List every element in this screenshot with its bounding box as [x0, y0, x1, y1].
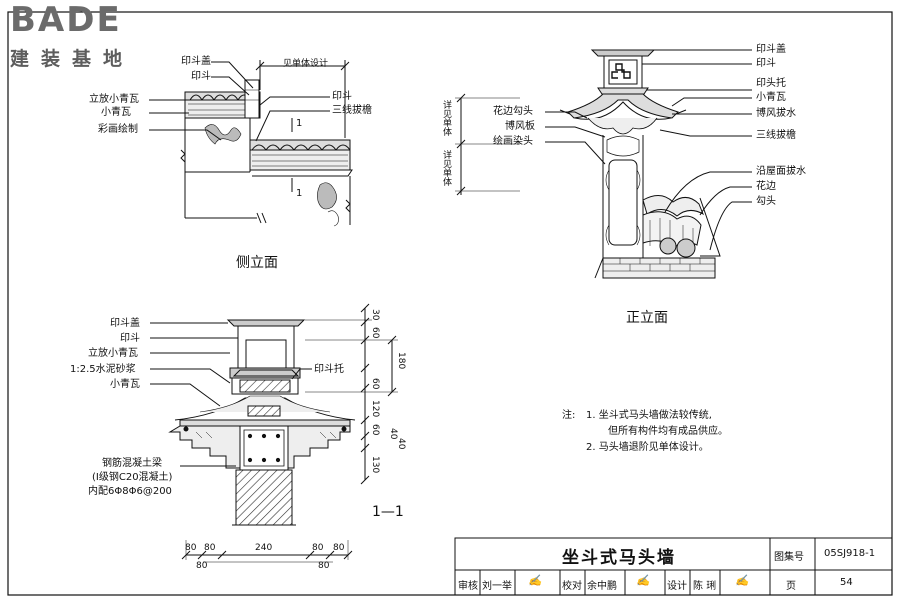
section-label: 立放小青瓦	[88, 348, 138, 359]
section-mark: 1	[296, 188, 303, 199]
section-label: 印斗托	[314, 364, 344, 375]
section-title: 1—1	[372, 504, 404, 520]
side-label: 印斗	[332, 91, 352, 102]
front-elevation-drawing	[455, 49, 752, 279]
front-label: 沿屋面拔水	[756, 166, 806, 177]
page-label: 页	[786, 581, 796, 592]
front-label: 小青瓦	[756, 92, 786, 103]
vertical-dimension: 120	[370, 400, 380, 418]
checker-name: 余中鹏	[587, 581, 617, 592]
section-mark: 1	[296, 118, 303, 129]
section-label: 1:2.5水泥砂浆	[70, 364, 136, 375]
horizontal-dimension: 80	[333, 543, 345, 553]
section-1-1-drawing	[150, 303, 398, 563]
vertical-dimension: 40	[396, 438, 406, 450]
page-number: 54	[840, 577, 853, 588]
side-label: 彩画绘制	[98, 124, 138, 135]
side-label: 小青瓦	[101, 107, 131, 118]
side-label: 三线拔檐	[332, 105, 372, 116]
side-label: 立放小青瓦	[89, 94, 139, 105]
horizontal-dimension: 80	[312, 543, 324, 553]
front-label: 博风板	[505, 121, 535, 132]
side-elevation-drawing	[149, 60, 353, 227]
note-line: 2. 马头墙退阶见单体设计。	[586, 442, 709, 453]
vertical-dimension: 180	[396, 352, 406, 370]
note-line: 但所有构件均有成品供应。	[608, 426, 728, 437]
vertical-dimension: 30	[370, 309, 380, 321]
horizontal-dimension: 80	[185, 543, 197, 553]
side-dimension: 见单体设计	[283, 59, 329, 69]
note-line: 1. 坐斗式马头墙做法较传统,	[586, 410, 712, 421]
front-label: 印头托	[756, 78, 786, 89]
side-label: 印斗	[191, 71, 211, 82]
front-label: 勾头	[756, 196, 776, 207]
front-label: 博风拔水	[756, 108, 796, 119]
beam-label: 钢筋混凝土梁	[102, 458, 162, 469]
title-block	[454, 537, 893, 596]
section-label: 印斗	[120, 333, 140, 344]
atlas-number: 05SJ918-1	[824, 548, 876, 559]
vertical-dimension: 40	[388, 428, 398, 440]
review-label: 审核	[458, 581, 478, 592]
vertical-dimension: 60	[370, 327, 380, 339]
front-vertical-dimension: 详见单体	[441, 100, 451, 136]
front-label: 印斗盖	[756, 44, 786, 55]
vertical-dimension: 130	[370, 456, 380, 474]
vertical-dimension: 60	[370, 424, 380, 436]
front-vertical-dimension: 详见单体	[441, 150, 451, 186]
design-label: 设计	[667, 581, 687, 592]
section-label: 印斗盖	[110, 318, 140, 329]
checker-signature: ✍	[636, 574, 650, 587]
check-label: 校对	[562, 581, 582, 592]
brand-logo: BADE	[10, 0, 122, 40]
reviewer-name: 刘一举	[482, 581, 512, 592]
side-elevation-title: 侧立面	[236, 255, 278, 271]
front-label: 绘画染头	[493, 136, 533, 147]
side-label: 印斗盖	[181, 56, 211, 67]
atlas-number-label: 图集号	[774, 552, 804, 563]
front-label: 花边	[756, 181, 776, 192]
front-label: 印斗	[756, 58, 776, 69]
reviewer-signature: ✍	[528, 574, 542, 587]
section-label: 小青瓦	[110, 379, 140, 390]
designer-name: 陈 琍	[693, 581, 717, 592]
horizontal-dimension: 80	[196, 561, 208, 571]
front-label: 三线拔檐	[756, 130, 796, 141]
horizontal-dimension: 80	[318, 561, 330, 571]
front-label: 花边勾头	[493, 106, 533, 117]
drawing-title: 坐斗式马头墙	[562, 548, 676, 568]
notes-heading: 注:	[562, 410, 576, 421]
brand-logo-subtitle: 建装基地	[10, 48, 135, 70]
front-elevation-title: 正立面	[626, 310, 668, 326]
beam-label: (Ⅰ级钢C20混凝土)	[92, 472, 173, 483]
vertical-dimension: 60	[370, 378, 380, 390]
horizontal-dimension: 80	[204, 543, 216, 553]
beam-label: 内配6Φ8Φ6@200	[88, 486, 172, 497]
horizontal-dimension: 240	[255, 543, 273, 553]
designer-signature: ✍	[735, 574, 749, 587]
